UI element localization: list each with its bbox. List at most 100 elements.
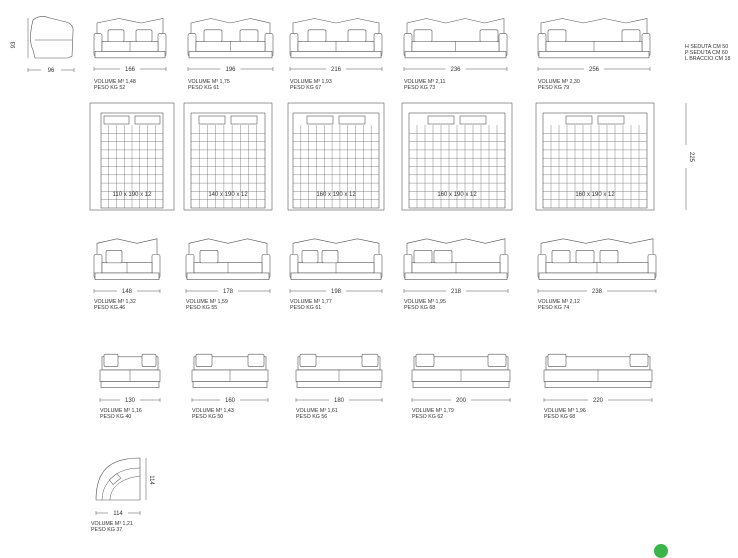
armchair-height-label: 93 [11,41,17,48]
dimension-label: 166 [125,67,136,73]
volume-label: VOLUME M³ 1,96 [544,408,586,414]
seat-height-spec: H SEDUTA CM 50 [685,44,729,50]
back-pillow [321,250,339,264]
width-dimension: 200 [411,398,511,404]
sofa-skirt [290,51,382,59]
brand-logo-icon [654,544,668,558]
bed-size-label: 160 x 190 x 12 [437,192,477,198]
armchair-outline [30,16,74,59]
width-dimension: 220 [543,398,653,404]
dimension-label: 178 [223,289,234,295]
back-pillow [199,250,219,264]
volume-label: VOLUME M³ 1,93 [290,79,332,85]
dimension-label: 160 [225,398,236,404]
weight-label: PESO KG 79 [538,85,570,92]
back-pillow [299,353,317,367]
back-pillow [347,29,367,43]
width-dimension: 216 [289,67,383,73]
volume-label: VOLUME M³ 1,77 [290,299,332,305]
sofa-skirt [404,272,508,280]
volume-label: VOLUME M³ 1,21 [91,521,133,527]
width-dimension: 114 [95,511,141,517]
sofa-skirt [94,51,166,59]
back-pillow [547,29,567,43]
back-pillow [301,250,319,264]
sofa-back-outline [96,18,164,37]
width-dimension: 166 [93,67,167,73]
volume-label: VOLUME M³ 1,59 [186,299,228,305]
sofa-bed-plan: 110 x 190 x 12 [89,102,175,211]
back-pillow [103,353,119,367]
sofa-skirt [544,381,652,388]
sofa-elevation [403,18,508,59]
width-dimension: 178 [185,289,271,295]
volume-label: VOLUME M³ 2,11 [404,79,446,85]
sofa-back-outline [406,238,506,258]
back-pillow [107,29,125,43]
dimension-label: 96 [48,68,55,74]
weight-label: PESO KG 40 [100,414,132,421]
dimension-label: 180 [334,398,345,404]
bed-size-label: 110 x 190 x 12 [113,192,153,198]
sofa-back-outline [190,18,271,37]
bed-depth-dimension: 225 [685,103,694,210]
dimension-label: 220 [593,398,604,404]
weight-label: PESO KG 74 [538,305,570,312]
dimension-label: 114 [113,511,123,517]
weight-label: PESO KG 67 [290,85,322,92]
bed-size-label: 160 x 190 x 12 [575,192,615,198]
weight-label: PESO KG 61 [188,85,220,92]
width-dimension: 96 [27,68,75,74]
bed-pillow [103,115,130,125]
weight-label: PESO KG 56 [296,414,328,421]
volume-label: VOLUME M³ 1,43 [192,408,234,414]
width-dimension: 148 [93,289,161,295]
volume-label: VOLUME M³ 1,48 [94,79,136,85]
back-pillow [487,353,507,367]
sofa-skirt [538,51,650,59]
volume-label: VOLUME M³ 1,75 [188,79,230,85]
sofa-low-back [411,353,511,388]
sofa-back-outline [406,18,505,37]
corner-pillow [108,473,122,485]
dimension-label: 196 [225,67,236,73]
volume-label: VOLUME M³ 1,79 [412,408,454,414]
width-dimension: 236 [403,67,508,73]
corner-seat-arc [101,467,141,501]
dimension-label: 130 [125,398,136,404]
weight-label: PESO KG 52 [94,85,126,92]
weight-label: PESO KG 61 [290,305,322,312]
bed-size-label: 160 x 190 x 12 [316,192,356,198]
weight-label: PESO KG 55 [186,305,218,312]
sofa-skirt [404,51,507,59]
sofa-elevation [187,18,274,59]
corner-seat-arc [109,475,141,501]
width-dimension: 180 [295,398,383,404]
sofa-skirt [296,381,382,388]
sofa-elevation [289,18,383,59]
sofa-elevation [403,238,509,280]
sofa-low-back [295,353,383,388]
sofa-skirt [188,51,273,59]
bed-pillow [459,115,487,125]
width-dimension: 238 [537,289,657,295]
volume-label: VOLUME M³ 2,12 [538,299,580,305]
sofa-low-back [191,353,269,388]
back-pillow [135,29,153,43]
width-dimension: 196 [187,67,274,73]
back-pillow [105,250,123,264]
bed-pillow [597,115,625,125]
back-pillow [307,29,327,43]
width-dimension: 218 [403,289,509,295]
back-pillow [433,250,453,264]
bed-pillow [338,115,366,125]
